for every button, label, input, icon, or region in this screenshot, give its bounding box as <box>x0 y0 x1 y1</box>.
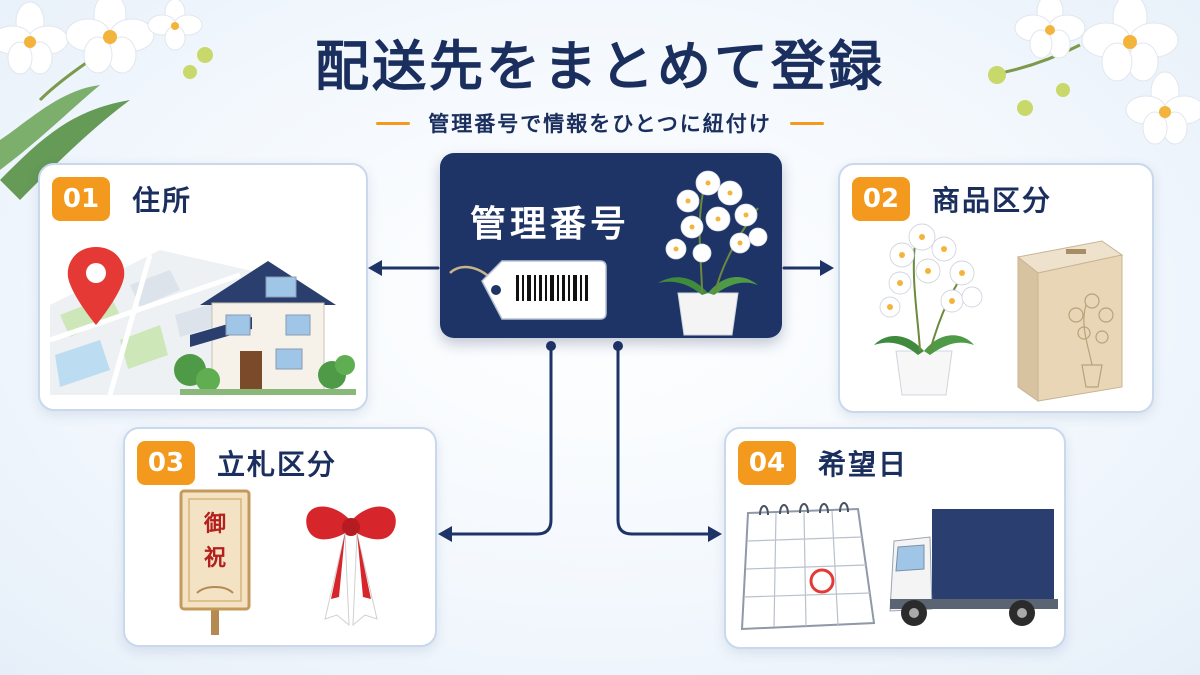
arrow-to-placard <box>448 344 553 536</box>
card-label-date: 希望日 <box>818 448 909 481</box>
badge-01: 01 <box>52 177 110 221</box>
card-placard: 03 立札区分 御 祝 <box>123 427 437 647</box>
address-art <box>49 247 356 396</box>
badge-02: 02 <box>852 177 910 221</box>
card-product: 02 商品区分 <box>838 163 1154 413</box>
wooden-placard-icon: 御 祝 <box>179 489 251 635</box>
subtitle-dash-left <box>376 121 411 125</box>
card-label-product: 商品区分 <box>932 184 1053 217</box>
badge-03: 03 <box>137 441 195 485</box>
placard-char-2: 祝 <box>204 545 226 571</box>
card-address: 01 住所 <box>38 163 368 411</box>
badge-04: 04 <box>738 441 796 485</box>
card-label-address: 住所 <box>132 184 193 217</box>
location-pin-icon <box>67 247 125 325</box>
page-title: 配送先をまとめて登録 <box>315 35 885 98</box>
orchid-pot-icon <box>658 170 768 336</box>
shipping-box-icon <box>1016 240 1124 402</box>
product-art <box>874 223 1124 402</box>
subtitle-row: 管理番号で情報をひとつに紐付け <box>0 108 1200 138</box>
placard-art: 御 祝 <box>179 489 396 635</box>
date-art <box>740 502 1058 631</box>
house-icon <box>174 261 356 395</box>
orchid-pot-icon <box>874 223 983 396</box>
red-ribbon-icon <box>306 506 396 627</box>
tag-and-orchid-art <box>449 170 768 336</box>
page-subtitle: 管理番号で情報をひとつに紐付け <box>428 112 772 136</box>
management-number-label: 管理番号 <box>470 204 631 245</box>
subtitle-dash-right <box>789 121 824 125</box>
placard-char-1: 御 <box>203 511 226 537</box>
management-number-panel: 管理番号 <box>440 153 782 338</box>
delivery-truck-icon <box>889 509 1058 626</box>
card-label-placard: 立札区分 <box>217 448 338 481</box>
calendar-icon <box>740 502 876 631</box>
arrow-to-date <box>616 344 710 536</box>
card-date: 04 希望日 <box>724 427 1066 649</box>
barcode-tag-icon <box>481 260 607 320</box>
